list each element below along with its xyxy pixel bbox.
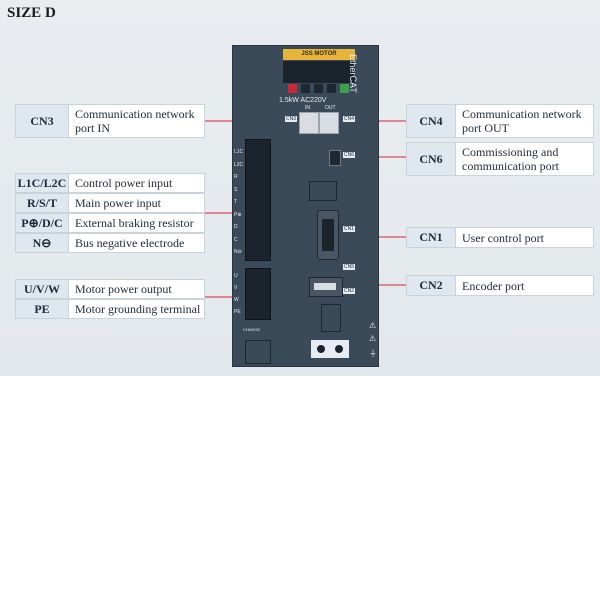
cn6-port — [329, 150, 341, 166]
ground-icon: ⏚ — [369, 349, 377, 358]
terminal-label: L2C — [234, 161, 244, 168]
set-key — [340, 84, 349, 93]
terminal-label: V — [234, 285, 238, 291]
shift-key — [327, 84, 336, 93]
callout-text: Main power input — [75, 196, 161, 210]
diagram-area: SIZE D JSS MOTOR — [0, 0, 600, 376]
tag-cn4: CN4 — [343, 116, 356, 122]
warning-icon-2: ⚠ — [369, 334, 377, 343]
callout-code: CN2 — [407, 276, 456, 295]
warning-icon: ⚠ — [369, 321, 377, 330]
callout-code: N⊖ — [16, 234, 69, 252]
side-label: EtherCAT — [348, 54, 358, 93]
power-group: L1C/L2C Control power input R/S/T Main p… — [15, 173, 205, 253]
terminal-label: P⊕ — [234, 211, 242, 218]
brand-label: JSS MOTOR — [301, 51, 337, 57]
callout-text: Motor power output — [75, 282, 172, 296]
power-row: P⊕/D/C External braking resistor — [15, 213, 205, 233]
callout-text: User control port — [462, 230, 544, 245]
cover-plate — [309, 181, 337, 201]
cover-plate-2 — [321, 304, 341, 332]
callout-code: R/S/T — [16, 194, 69, 212]
power-row: N⊖ Bus negative electrode — [15, 233, 205, 253]
terminal-label: L1C — [234, 149, 244, 155]
tag-cn6: CN6 — [343, 152, 356, 158]
lcd-display — [283, 61, 355, 83]
cn3-port — [299, 112, 319, 134]
callout-text: Commissioning and communication port — [462, 145, 559, 173]
port-out-label: OUT — [325, 105, 336, 111]
callout-text: Bus negative electrode — [75, 236, 185, 250]
tag-cn5: CN5 — [343, 264, 356, 270]
motor-terminal-block — [245, 268, 271, 320]
callout-code: U/V/W — [16, 280, 69, 298]
tag-cn1: CN1 — [343, 226, 356, 232]
cn5-port — [245, 340, 271, 364]
motor-terminal-labels: U V W PE — [234, 270, 245, 318]
callout-cn1: CN1 User control port — [406, 227, 594, 248]
power-row: L1C/L2C Control power input — [15, 173, 205, 193]
callout-code: P⊕/D/C — [16, 214, 69, 232]
callout-code: PE — [16, 300, 69, 318]
callout-text: Motor grounding terminal — [75, 302, 201, 316]
page-title: SIZE D — [7, 5, 56, 21]
terminal-label: S — [234, 186, 238, 193]
down-key — [314, 84, 323, 93]
callout-text: External braking resistor — [75, 216, 194, 230]
callout-code: CN3 — [16, 105, 69, 137]
callout-cn3: CN3 Communication network port IN — [15, 104, 205, 138]
terminal-label: U — [234, 273, 238, 279]
brand-strip: JSS MOTOR — [283, 49, 355, 60]
callout-text: Communication network port IN — [75, 107, 195, 135]
tag-cn3: CN3 — [285, 116, 298, 122]
terminal-label: PE — [234, 309, 241, 315]
terminal-label: W — [234, 297, 239, 303]
callout-text: Encoder port — [462, 278, 525, 293]
keypad — [288, 84, 358, 94]
callout-cn6: CN6 Commissioning and communication port — [406, 142, 594, 176]
callout-code: CN4 — [407, 105, 456, 137]
callout-cn4: CN4 Communication network port OUT — [406, 104, 594, 138]
callout-code: CN6 — [407, 143, 456, 175]
ground-terminal — [311, 340, 349, 358]
callout-text: Communication network port OUT — [462, 107, 582, 135]
port-in-label: IN — [305, 105, 310, 111]
terminal-label: R — [234, 174, 238, 180]
motor-group: U/V/W Motor power output PE Motor ground… — [15, 279, 205, 319]
charge-label: CHARGE — [243, 327, 261, 332]
terminal-label: T — [234, 199, 238, 205]
cn1-connector — [317, 210, 339, 260]
power-row: R/S/T Main power input — [15, 193, 205, 213]
terminal-label: D — [234, 224, 238, 230]
mode-key — [288, 84, 297, 93]
servo-drive-device: JSS MOTOR 1.5kW AC220V EtherCAT IN OUT C… — [232, 45, 379, 367]
callout-text: Control power input — [75, 176, 173, 190]
motor-row: U/V/W Motor power output — [15, 279, 205, 299]
tag-cn2: CN2 — [343, 288, 356, 294]
cn2-connector — [309, 277, 343, 297]
power-terminal-block — [245, 139, 271, 261]
callout-code: CN1 — [407, 228, 456, 247]
up-key — [301, 84, 310, 93]
terminal-label: N⊖ — [234, 249, 242, 255]
terminal-label: C — [234, 236, 238, 243]
cn4-port — [319, 112, 339, 134]
callout-cn2: CN2 Encoder port — [406, 275, 594, 296]
callout-code: L1C/L2C — [16, 174, 69, 192]
power-terminal-labels: L1C L2C R S T P⊕ D C N⊖ — [234, 146, 245, 259]
motor-row: PE Motor grounding terminal — [15, 299, 205, 319]
rating-label: 1.5kW AC220V — [279, 97, 327, 104]
